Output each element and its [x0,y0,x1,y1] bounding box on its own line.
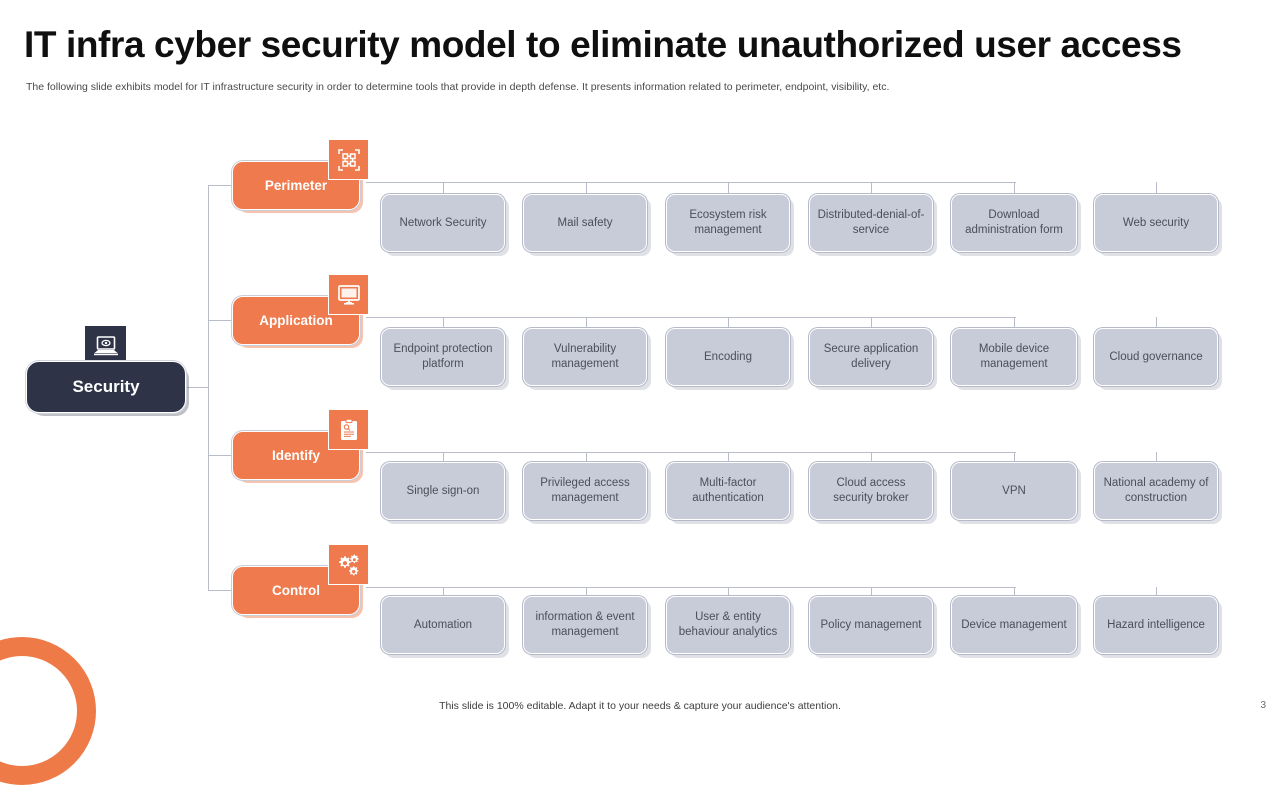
leaf-label: Vulnerability management [523,328,647,386]
leaf-node[interactable]: Vulnerability management [523,328,651,390]
leaf-label: Network Security [381,194,505,252]
leaf-node[interactable]: National academy of construction [1094,462,1222,524]
leaf-label: User & entity behaviour analytics [666,596,790,654]
page-subtitle: The following slide exhibits model for I… [26,81,890,93]
connector-leaf-application-3 [871,317,872,338]
connector-leaf-application-2 [728,317,729,338]
leaf-node[interactable]: Download administration form [951,194,1081,256]
leaf-node[interactable]: Hazard intelligence [1094,596,1222,658]
gears-icon [328,544,369,585]
security-model-diagram: Security Perimeter Network Security Mail… [0,108,1280,668]
leaf-label: Endpoint protection platform [381,328,505,386]
connector-leaf-application-0 [443,317,444,338]
connector-leaf-perimeter-5 [1156,182,1157,203]
desktop-monitor-icon [328,274,369,315]
leaf-node[interactable]: Distributed-denial-of-service [809,194,937,256]
leaf-label: Privileged access management [523,462,647,520]
leaf-label: Multi-factor authentication [666,462,790,520]
leaf-node[interactable]: Mail safety [523,194,651,256]
leaf-node[interactable]: Endpoint protection platform [381,328,509,390]
root-node-label: Security [26,361,186,413]
leaf-node[interactable]: Privileged access management [523,462,651,524]
category-label-control: Control [232,566,360,615]
connector-leaf-perimeter-4 [1014,182,1015,203]
leaf-label: VPN [951,462,1077,520]
leaf-node[interactable]: Mobile device management [951,328,1081,390]
leaf-node[interactable]: Multi-factor authentication [666,462,794,524]
leaf-label: Policy management [809,596,933,654]
leaf-label: National academy of construction [1094,462,1218,520]
leaf-node[interactable]: Policy management [809,596,937,658]
connector-branch-perimeter [208,185,232,186]
leaf-label: Hazard intelligence [1094,596,1218,654]
leaf-node[interactable]: Web security [1094,194,1222,256]
leaf-node[interactable]: Ecosystem risk management [666,194,794,256]
connector-leaf-application-5 [1156,317,1157,338]
leaf-label: Encoding [666,328,790,386]
connector-trunk [208,185,209,590]
leaf-label: Automation [381,596,505,654]
leaf-node[interactable]: Single sign-on [381,462,509,524]
leaf-label: Web security [1094,194,1218,252]
laptop-monitor-icon [84,325,127,366]
clipboard-icon [328,409,369,450]
connector-branch-identify [208,455,232,456]
leaf-label: Mail safety [523,194,647,252]
leaf-label: Secure application delivery [809,328,933,386]
category-node-perimeter[interactable]: Perimeter [232,139,369,213]
connector-leaf-perimeter-3 [871,182,872,203]
leaf-node[interactable]: Secure application delivery [809,328,937,390]
connector-leaf-application-1 [586,317,587,338]
connector-row-perimeter [366,182,1016,183]
leaf-label: Mobile device management [951,328,1077,386]
leaf-label: information & event management [523,596,647,654]
leaf-label: Ecosystem risk management [666,194,790,252]
page-number: 3 [1260,700,1266,711]
leaf-node[interactable]: Network Security [381,194,509,256]
connector-root-stub [186,387,208,388]
connector-leaf-perimeter-0 [443,182,444,203]
leaf-node[interactable]: Encoding [666,328,794,390]
page-title: IT infra cyber security model to elimina… [24,24,1182,65]
leaf-label: Single sign-on [381,462,505,520]
leaf-label: Distributed-denial-of-service [809,194,933,252]
leaf-node[interactable]: Device management [951,596,1081,658]
root-node-security[interactable]: Security [26,325,189,416]
network-nodes-icon [328,139,369,180]
connector-leaf-application-4 [1014,317,1015,338]
connector-branch-control [208,590,232,591]
category-node-application[interactable]: Application [232,274,369,348]
connector-leaf-perimeter-1 [586,182,587,203]
leaf-node[interactable]: User & entity behaviour analytics [666,596,794,658]
connector-branch-application [208,320,232,321]
leaf-node[interactable]: Cloud governance [1094,328,1222,390]
leaf-node[interactable]: information & event management [523,596,651,658]
leaf-node[interactable]: Cloud access security broker [809,462,937,524]
leaf-label: Cloud access security broker [809,462,933,520]
connector-row-identify [366,452,1016,453]
leaf-label: Cloud governance [1094,328,1218,386]
category-node-identify[interactable]: Identify [232,409,369,483]
footer-note: This slide is 100% editable. Adapt it to… [439,700,841,712]
connector-row-control [366,587,1016,588]
connector-row-application [366,317,1016,318]
leaf-node[interactable]: Automation [381,596,509,658]
leaf-label: Download administration form [951,194,1077,252]
leaf-label: Device management [951,596,1077,654]
connector-leaf-perimeter-2 [728,182,729,203]
leaf-node[interactable]: VPN [951,462,1081,524]
category-node-control[interactable]: Control [232,544,369,618]
